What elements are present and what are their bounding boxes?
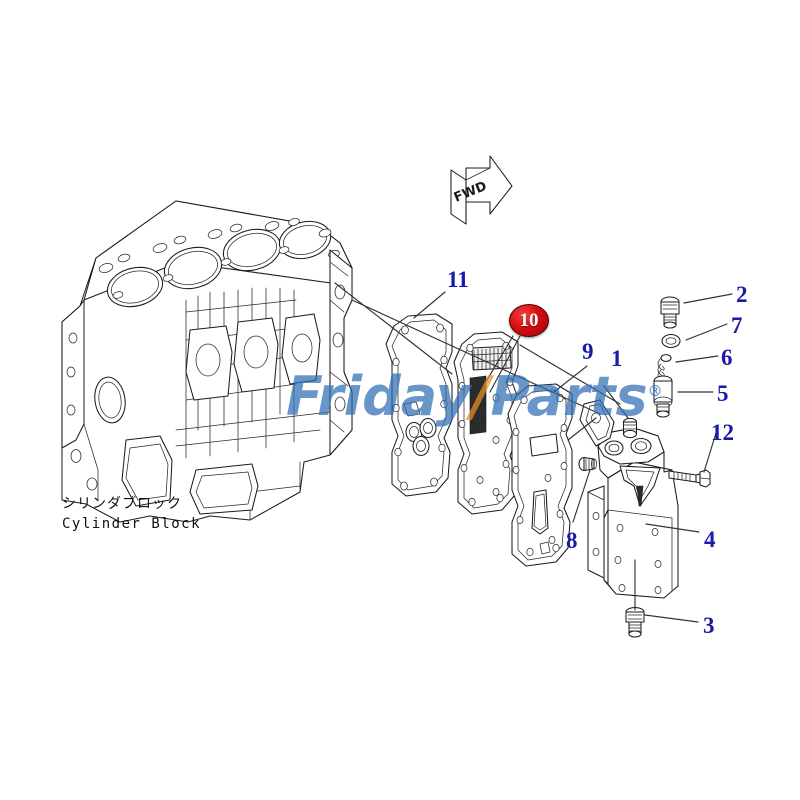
plug-bolt-part-2 bbox=[660, 296, 680, 329]
gasket-part-11 bbox=[385, 313, 453, 497]
sleeve-part-5 bbox=[653, 375, 673, 418]
oil-cooler-core-part-10 bbox=[453, 331, 519, 515]
leader-lines bbox=[334, 282, 733, 623]
callout-number-8: 8 bbox=[566, 528, 578, 553]
callout-number-12: 12 bbox=[711, 420, 734, 445]
oil-cooler-housing-part-4 bbox=[579, 399, 679, 599]
callout-number-7: 7 bbox=[731, 313, 743, 338]
fitting-part-1 bbox=[622, 417, 638, 439]
callout-number-11: 11 bbox=[447, 267, 469, 292]
callout-number-10-highlighted: 10 bbox=[509, 304, 549, 337]
cylinder-block-label-japanese: シリンダブロック bbox=[62, 496, 182, 512]
cylinder-block-label-english: Cylinder Block bbox=[62, 516, 202, 532]
drain-plug-part-3 bbox=[625, 606, 645, 638]
callout-number-2: 2 bbox=[736, 282, 748, 307]
cylinder-block-drawing bbox=[61, 200, 353, 523]
fwd-arrow-icon: FWD bbox=[450, 155, 513, 225]
plug-part-8 bbox=[578, 456, 597, 472]
cover-plate-part-9 bbox=[507, 383, 573, 567]
callout-number-1: 1 bbox=[611, 346, 623, 371]
callout-number-9: 9 bbox=[582, 339, 594, 364]
callout-number-10-label: 10 bbox=[519, 310, 539, 331]
callout-number-3: 3 bbox=[703, 613, 715, 638]
callout-number-5: 5 bbox=[717, 381, 729, 406]
cylinder-block-label: シリンダブロック Cylinder Block bbox=[62, 495, 201, 534]
callout-number-6: 6 bbox=[721, 345, 733, 370]
callout-number-4: 4 bbox=[704, 527, 716, 552]
hex-bolt-part-12 bbox=[668, 469, 711, 488]
o-ring-part-7 bbox=[661, 333, 681, 349]
